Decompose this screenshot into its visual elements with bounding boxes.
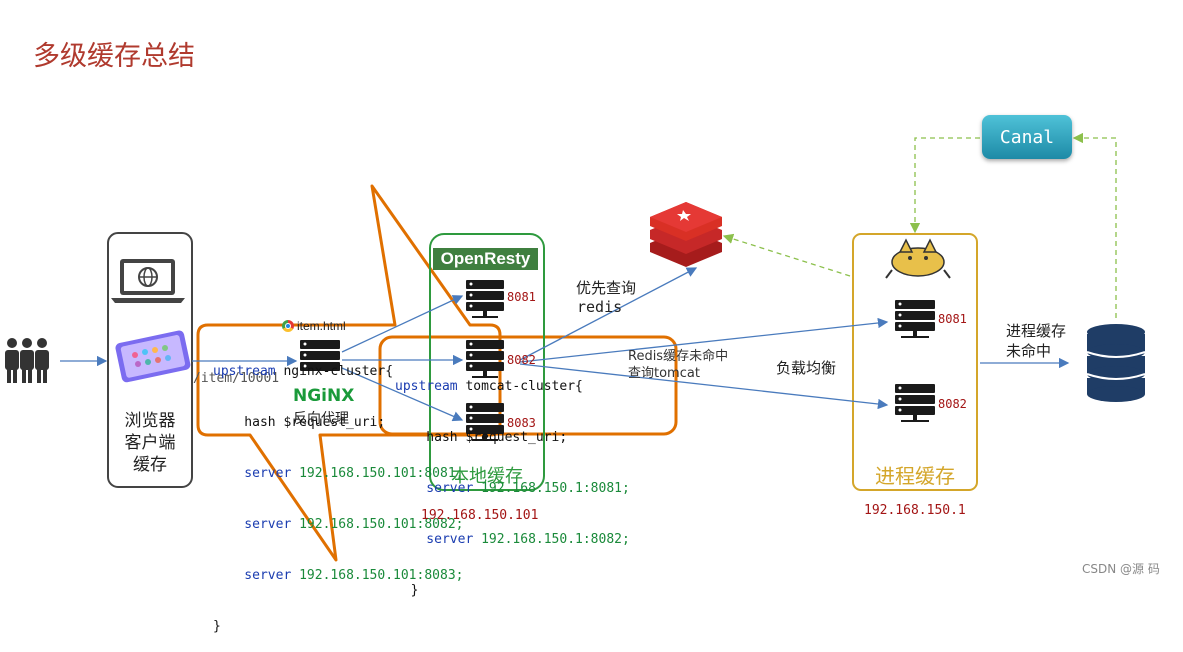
- flow-arrows: [60, 267, 1070, 422]
- users-icon: [5, 338, 49, 383]
- code-keyword: upstream: [395, 379, 458, 394]
- browser-cache-label: 浏览器 客户端 缓存: [108, 410, 192, 476]
- diagram-canvas: [5, 132, 1146, 562]
- process-miss-line1: 进程缓存: [1006, 322, 1067, 340]
- server-icon-8081: [466, 280, 504, 318]
- code-ip: 192.168.150.1:8082;: [473, 532, 630, 547]
- tomcat-server-icon-8081: [895, 300, 935, 338]
- openresty-logo: OpenResty: [433, 248, 538, 270]
- tomcat-cluster-callout: [378, 335, 678, 436]
- code-keyword: server: [213, 466, 292, 481]
- nginx-server-icon: [300, 340, 340, 371]
- phone-icon: [115, 330, 191, 383]
- code-text: hash $request_uri;: [213, 415, 386, 430]
- database-icon: [1086, 324, 1146, 402]
- code-ip: 192.168.150.1:8081;: [473, 481, 630, 496]
- code-ip: 192.168.150.101:8083;: [291, 568, 464, 583]
- openresty-port-8082: 8082: [507, 353, 536, 367]
- browser-label-line2: 客户端: [124, 433, 176, 453]
- redis-miss-line2: 查询tomcat: [628, 366, 700, 381]
- openresty-ip: 192.168.150.101: [421, 508, 539, 523]
- sync-arrows: [722, 132, 1117, 318]
- tomcat-server-icon-8082: [895, 384, 935, 422]
- browser-label-line3: 缓存: [133, 455, 167, 475]
- process-miss-label: 进程缓存 未命中: [1006, 321, 1066, 361]
- browser-label-line1: 浏览器: [124, 411, 176, 431]
- browser-box: [107, 232, 193, 488]
- openresty-port-8083: 8083: [507, 416, 536, 430]
- item-html-label: item.html: [282, 319, 346, 333]
- chrome-icon: [282, 320, 294, 332]
- canal-node: Canal: [982, 115, 1072, 159]
- code-text: nginx-cluster{: [275, 364, 394, 379]
- tomcat-port-8082: 8082: [938, 397, 967, 411]
- tomcat-upstream-code: upstream tomcat-cluster{ hash $request_u…: [395, 344, 630, 616]
- watermark: CSDN @源 码: [1082, 562, 1160, 576]
- code-keyword: upstream: [213, 364, 276, 379]
- request-path-label: /item/10001: [193, 371, 280, 386]
- process-cache-label: 进程缓存: [875, 464, 955, 488]
- code-ip: 192.168.150.101:8081;: [291, 466, 464, 481]
- redis-miss-line1: Redis缓存未命中: [628, 349, 729, 364]
- redis-query-label: 优先查询: [576, 279, 637, 297]
- code-keyword: server: [395, 532, 474, 547]
- process-miss-line2: 未命中: [1006, 342, 1052, 360]
- redis-miss-label: Redis缓存未命中 查询tomcat: [628, 348, 728, 382]
- page-title: 多级缓存总结: [33, 41, 195, 72]
- tomcat-box: [852, 233, 978, 491]
- code-keyword: server: [395, 481, 474, 496]
- code-text: hash $request_uri;: [395, 430, 568, 445]
- local-cache-label: 本地缓存: [451, 466, 523, 487]
- nginx-logo: NGiNX: [293, 386, 355, 406]
- code-keyword: server: [213, 568, 292, 583]
- code-text: }: [395, 583, 419, 598]
- redis-query-en-label: redis: [577, 298, 623, 316]
- code-ip: 192.168.150.101:8082;: [291, 517, 464, 532]
- item-html-text: item.html: [297, 319, 346, 333]
- openresty-port-8081: 8081: [507, 290, 536, 304]
- tomcat-ip: 192.168.150.1: [864, 503, 966, 518]
- server-icon-8083: [466, 403, 504, 441]
- tomcat-port-8081: 8081: [938, 312, 967, 326]
- code-text: }: [213, 619, 221, 634]
- load-balance-label: 负载均衡: [776, 359, 837, 377]
- reverse-proxy-label: 反向代理: [293, 411, 349, 427]
- code-text: tomcat-cluster{: [457, 379, 583, 394]
- code-keyword: server: [213, 517, 292, 532]
- tomcat-icon: [885, 238, 951, 279]
- callout-bubble: [196, 184, 502, 562]
- laptop-icon: [111, 259, 185, 303]
- openresty-box: [429, 233, 545, 491]
- redis-icon: [650, 202, 722, 267]
- nginx-upstream-code: upstream nginx-cluster{ hash $request_ur…: [213, 329, 463, 652]
- server-icon-8082: [466, 340, 504, 378]
